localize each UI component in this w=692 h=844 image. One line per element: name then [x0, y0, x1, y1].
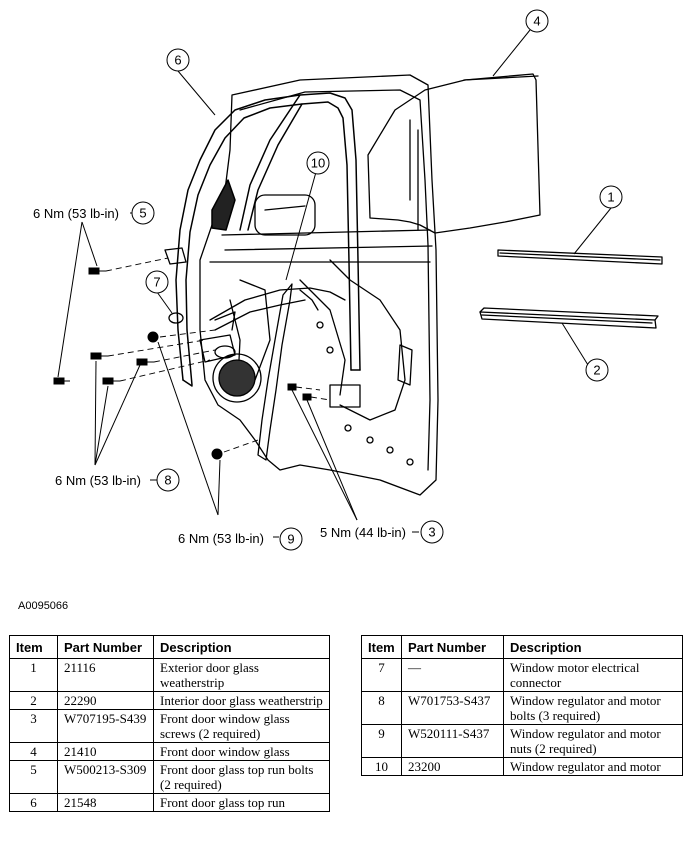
header-description: Description	[153, 635, 330, 659]
cell-item: 3	[9, 709, 58, 743]
torque-label-9: 6 Nm (53 lb-in)	[178, 531, 264, 546]
callout-circle-2	[585, 358, 609, 382]
header-item: Item	[361, 635, 402, 659]
cell-part-number: W500213-S309	[57, 760, 154, 794]
callout-circle-10	[306, 151, 330, 175]
nut-9a	[147, 331, 159, 343]
callout-circle-9	[279, 527, 303, 551]
electrical-connector	[168, 312, 184, 324]
cell-part-number: —	[401, 658, 504, 692]
cell-item: 6	[9, 793, 58, 812]
torque-label-3: 5 Nm (44 lb-in)	[320, 525, 406, 540]
cell-part-number: 21410	[57, 742, 154, 761]
cell-part-number: W701753-S437	[401, 691, 504, 725]
callout-6: 6	[174, 53, 181, 68]
parts-table-right: Item Part Number Description 7—Window mo…	[361, 635, 683, 776]
cell-part-number: W707195-S439	[57, 709, 154, 743]
screw-3b	[302, 393, 312, 401]
cell-description: Front door window glass	[153, 742, 330, 761]
header-item: Item	[9, 635, 58, 659]
callout-3: 3	[428, 525, 435, 540]
table-header-row: Item Part Number Description	[9, 635, 330, 659]
cell-part-number: 23200	[401, 757, 504, 776]
callout-5: 5	[139, 206, 146, 221]
header-part-number: Part Number	[401, 635, 504, 659]
cell-description: Window regulator and motor nuts (2 requi…	[503, 724, 683, 758]
cell-item: 1	[9, 658, 58, 692]
interior-weatherstrip	[479, 307, 659, 329]
torque-label-8: 6 Nm (53 lb-in)	[55, 473, 141, 488]
alignment-lines	[105, 257, 331, 453]
cell-item: 8	[361, 691, 402, 725]
callout-2: 2	[593, 363, 600, 378]
window-motor	[199, 311, 262, 403]
table-header-row: Item Part Number Description	[361, 635, 683, 659]
leader-lines	[57, 29, 612, 538]
cell-part-number: W520111-S437	[401, 724, 504, 758]
cell-item: 10	[361, 757, 402, 776]
cell-part-number: 21116	[57, 658, 154, 692]
callout-circle-7	[145, 270, 169, 294]
callout-circle-5	[131, 201, 155, 225]
nut-9b	[211, 448, 223, 460]
top-run-bracket	[164, 247, 187, 265]
cell-description: Window regulator and motor	[503, 757, 683, 776]
cell-description: Front door glass top run	[153, 793, 330, 812]
callout-1: 1	[607, 190, 614, 205]
door-inner-panel	[199, 74, 439, 496]
glass-top-run	[175, 92, 361, 387]
exterior-weatherstrip	[497, 249, 663, 265]
cell-part-number: 22290	[57, 691, 154, 710]
torque-label-5: 6 Nm (53 lb-in)	[33, 206, 119, 221]
cell-item: 2	[9, 691, 58, 710]
callout-10: 10	[311, 156, 325, 171]
callout-circle-8	[156, 468, 180, 492]
header-description: Description	[503, 635, 683, 659]
callout-circle-1	[599, 185, 623, 209]
table-row: 7—Window motor electrical connector	[361, 658, 683, 692]
cell-item: 5	[9, 760, 58, 794]
cell-item: 7	[361, 658, 402, 692]
cell-item: 9	[361, 724, 402, 758]
callout-circle-4	[525, 9, 549, 33]
callout-circle-3	[420, 520, 444, 544]
callout-circle-6	[166, 48, 190, 72]
bolt-8b	[102, 377, 120, 385]
cell-description: Front door window glass screws (2 requir…	[153, 709, 330, 743]
callout-9: 9	[287, 532, 294, 547]
cell-description: Interior door glass weatherstrip	[153, 691, 330, 710]
cell-item: 4	[9, 742, 58, 761]
cell-description: Window motor electrical connector	[503, 658, 683, 692]
bolt-8c	[136, 358, 154, 366]
cell-description: Window regulator and motor bolts (3 requ…	[503, 691, 683, 725]
cell-description: Exterior door glass weatherstrip	[153, 658, 330, 692]
bolt-5	[88, 267, 106, 275]
bolt-8a	[90, 352, 108, 360]
cell-part-number: 21548	[57, 793, 154, 812]
window-glass	[367, 73, 541, 234]
figure-id: A0095066	[18, 600, 69, 612]
header-part-number: Part Number	[57, 635, 154, 659]
cell-description: Front door glass top run bolts (2 requir…	[153, 760, 330, 794]
screw-3a	[287, 383, 297, 391]
callout-8: 8	[164, 473, 171, 488]
callout-7: 7	[153, 275, 160, 290]
door-exploded-diagram: 6 4 1 2 10 7 5 8 9 3 6 Nm (53 lb-in) 6 N…	[33, 9, 663, 551]
bolt-5b	[53, 377, 70, 385]
callout-4: 4	[533, 14, 540, 29]
